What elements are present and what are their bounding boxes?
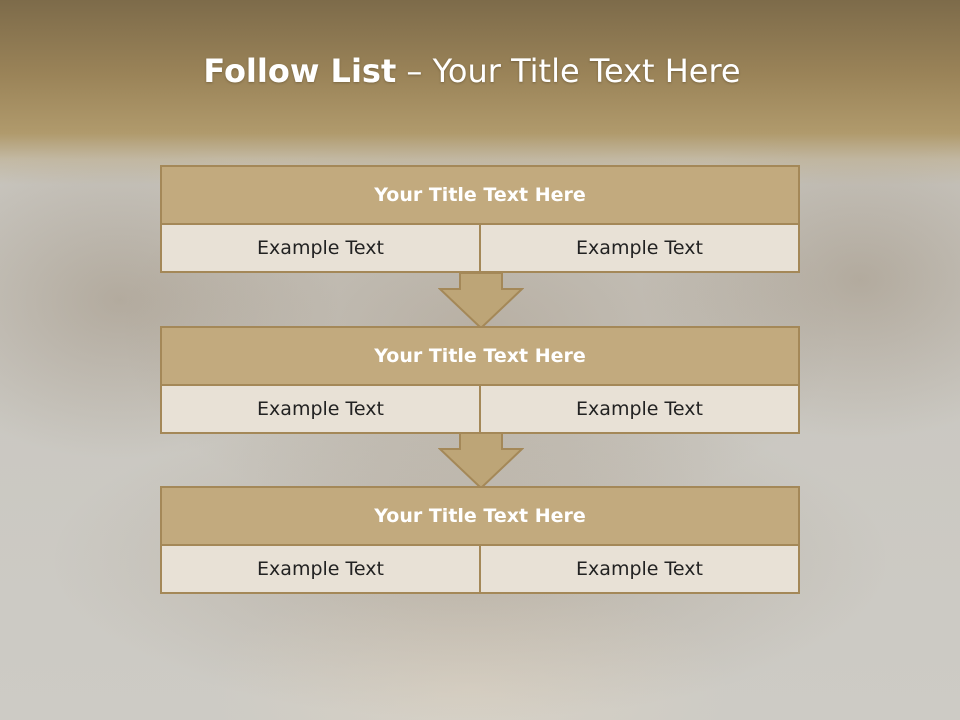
- step-box-1: Your Title Text Here Example Text Exampl…: [160, 165, 800, 273]
- down-arrow-icon: [438, 432, 524, 490]
- step-title-2: Your Title Text Here: [162, 328, 798, 386]
- step-row-3: Example Text Example Text: [162, 546, 798, 592]
- title-band: [0, 0, 960, 185]
- slide-title-bold: Follow List: [203, 52, 397, 90]
- step-2-right-text: Example Text: [479, 386, 798, 432]
- slide-title-rest: – Your Title Text Here: [396, 52, 741, 90]
- step-1-right-text: Example Text: [479, 225, 798, 271]
- step-row-2: Example Text Example Text: [162, 386, 798, 432]
- down-arrow-icon: [438, 272, 524, 330]
- step-box-2: Your Title Text Here Example Text Exampl…: [160, 326, 800, 434]
- step-row-1: Example Text Example Text: [162, 225, 798, 271]
- step-3-right-text: Example Text: [479, 546, 798, 592]
- step-box-3: Your Title Text Here Example Text Exampl…: [160, 486, 800, 594]
- step-1-left-text: Example Text: [162, 225, 479, 271]
- step-title-3: Your Title Text Here: [162, 488, 798, 546]
- step-2-left-text: Example Text: [162, 386, 479, 432]
- step-title-1: Your Title Text Here: [162, 167, 798, 225]
- step-3-left-text: Example Text: [162, 546, 479, 592]
- slide-title: Follow List – Your Title Text Here: [0, 52, 944, 90]
